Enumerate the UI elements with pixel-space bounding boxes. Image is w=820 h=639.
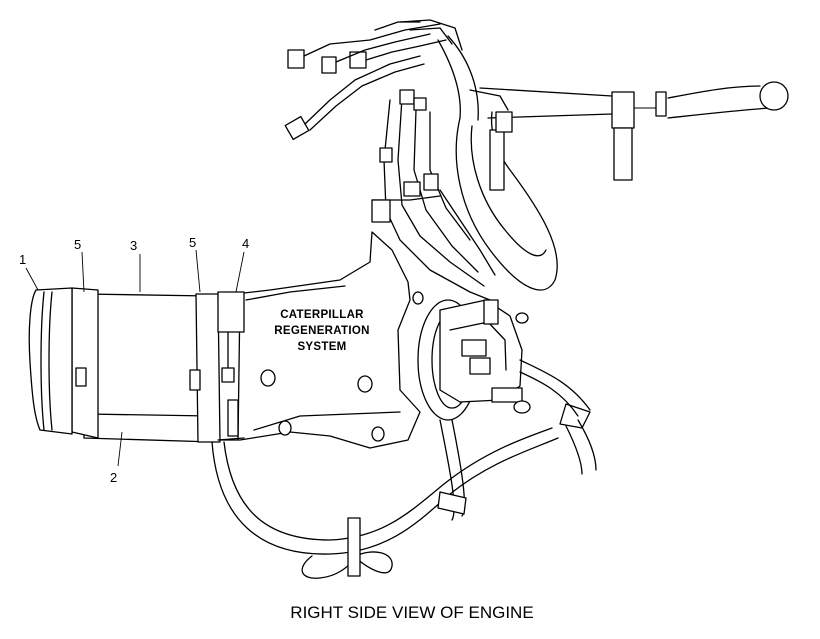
callout-5-left: 5 [74, 237, 81, 252]
lower-hoses [211, 419, 597, 579]
callout-4: 4 [242, 236, 249, 251]
turbo-housing [417, 299, 591, 429]
body-label-line2: REGENERATION [274, 325, 369, 337]
callout-2: 2 [110, 470, 117, 485]
wire-harness [371, 35, 558, 301]
callout-5-right: 5 [189, 235, 196, 250]
top-connectors [284, 19, 463, 141]
callout-3: 3 [130, 238, 137, 253]
body-label-line1: CATERPILLAR [280, 309, 364, 321]
callout-1: 1 [19, 252, 26, 267]
body-label-line3: SYSTEM [297, 341, 346, 353]
leader-lines [25, 249, 245, 467]
canister [28, 287, 245, 443]
upper-right-tube [479, 81, 789, 181]
regeneration-body [217, 231, 424, 449]
diagram-caption: RIGHT SIDE VIEW OF ENGINE [290, 603, 533, 622]
